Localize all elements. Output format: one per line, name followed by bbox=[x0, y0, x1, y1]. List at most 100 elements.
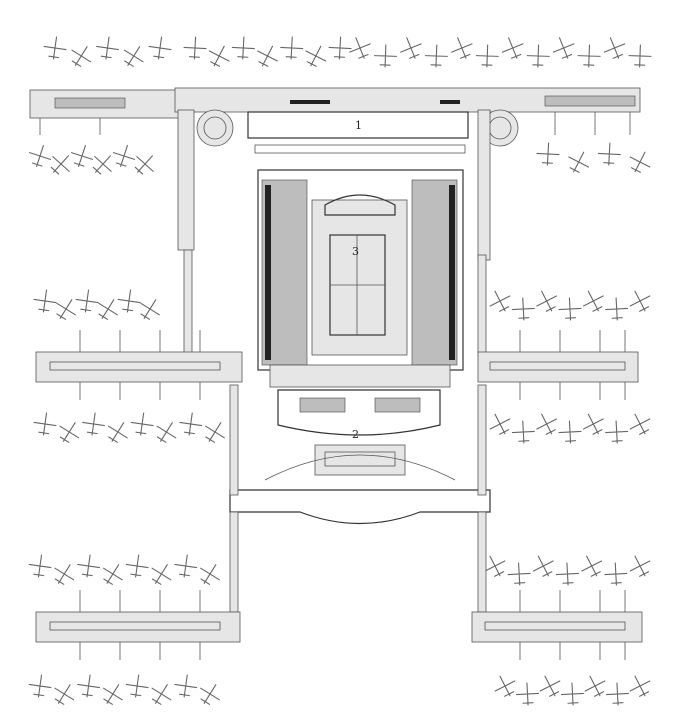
aircraft-icon bbox=[629, 675, 651, 697]
aircraft-icon bbox=[71, 46, 92, 67]
aircraft-icon bbox=[148, 36, 172, 60]
aircraft-icon bbox=[102, 684, 123, 705]
aircraft-icon bbox=[489, 413, 511, 435]
aircraft-icon bbox=[70, 144, 94, 168]
aircraft-icon bbox=[484, 555, 506, 577]
aircraft-icon bbox=[349, 37, 371, 59]
aircraft-icon bbox=[582, 413, 604, 435]
aircraft-icon bbox=[501, 37, 524, 59]
aircraft-icon bbox=[581, 555, 603, 577]
aircraft-icon bbox=[424, 44, 448, 68]
label-building-2: 2 bbox=[352, 428, 359, 441]
aircraft-icon bbox=[200, 684, 220, 705]
aircraft-icon bbox=[628, 44, 652, 68]
aircraft-icon bbox=[603, 37, 626, 59]
west-pier-upper bbox=[35, 351, 243, 383]
aircraft-icon bbox=[507, 562, 531, 586]
aircraft-icon bbox=[140, 299, 160, 320]
aircraft-icon bbox=[96, 36, 119, 60]
aircraft-icon bbox=[28, 144, 52, 168]
aircraft-icon bbox=[629, 555, 651, 577]
aircraft-icon bbox=[560, 682, 585, 706]
aircraft-icon bbox=[511, 297, 535, 321]
aircraft-icon bbox=[208, 45, 230, 67]
aircraft-icon bbox=[305, 45, 327, 67]
aircraft-icon bbox=[577, 44, 601, 68]
aircraft-icon bbox=[536, 290, 558, 312]
top-concourse bbox=[29, 87, 641, 261]
landside-building bbox=[229, 389, 491, 525]
aircraft-icon bbox=[50, 155, 70, 175]
aircraft-icon bbox=[33, 289, 57, 313]
aircraft-icon bbox=[629, 413, 651, 435]
aircraft-icon bbox=[558, 297, 582, 321]
aircraft-icon bbox=[532, 555, 554, 577]
aircraft-icon bbox=[489, 290, 511, 312]
aircraft-icon bbox=[75, 289, 99, 313]
aircraft-icon bbox=[56, 299, 76, 320]
aircraft-icon bbox=[112, 144, 136, 168]
aircraft-icon bbox=[494, 675, 516, 697]
aircraft-icon bbox=[629, 151, 651, 173]
aircraft-icon bbox=[92, 155, 112, 175]
aircraft-icon bbox=[54, 564, 75, 585]
east-pier-upper bbox=[477, 351, 639, 383]
aircraft-icon bbox=[373, 44, 397, 68]
aircraft-icon bbox=[125, 554, 149, 578]
aircraft-icon bbox=[328, 36, 352, 60]
aircraft-icon bbox=[59, 422, 80, 443]
aircraft-layer bbox=[28, 36, 652, 706]
aircraft-icon bbox=[43, 36, 67, 60]
aircraft-icon bbox=[102, 564, 123, 585]
aircraft-icon bbox=[539, 675, 561, 697]
aircraft-icon bbox=[257, 45, 278, 67]
aircraft-icon bbox=[605, 297, 629, 321]
aircraft-icon bbox=[597, 142, 621, 166]
aircraft-icon bbox=[156, 422, 177, 443]
east-pier-lower bbox=[471, 611, 643, 643]
aircraft-icon bbox=[28, 674, 52, 698]
aircraft-icon bbox=[33, 412, 57, 436]
main-terminal bbox=[257, 169, 464, 388]
aircraft-icon bbox=[174, 674, 198, 698]
aircraft-icon bbox=[451, 37, 473, 59]
aircraft-icon bbox=[123, 46, 144, 67]
aircraft-icon bbox=[130, 412, 154, 436]
aircraft-icon bbox=[515, 682, 540, 706]
aircraft-icon bbox=[77, 674, 101, 698]
aircraft-icon bbox=[77, 554, 101, 578]
aircraft-icon bbox=[200, 564, 220, 585]
aircraft-icon bbox=[82, 412, 106, 436]
label-building-1: 1 bbox=[355, 119, 362, 132]
aircraft-icon bbox=[511, 420, 535, 444]
aircraft-icon bbox=[98, 299, 118, 320]
aircraft-icon bbox=[400, 37, 422, 59]
label-building-3: 3 bbox=[352, 245, 359, 258]
aircraft-icon bbox=[28, 554, 52, 578]
aircraft-icon bbox=[552, 37, 575, 59]
aircraft-icon bbox=[117, 289, 141, 313]
aircraft-icon bbox=[107, 422, 128, 443]
aircraft-icon bbox=[558, 420, 582, 444]
aircraft-icon bbox=[605, 682, 630, 706]
connectors bbox=[183, 249, 487, 613]
aircraft-icon bbox=[555, 562, 580, 586]
aircraft-icon bbox=[584, 675, 606, 697]
aircraft-icon bbox=[179, 412, 203, 436]
aircraft-icon bbox=[54, 684, 75, 705]
aircraft-icon bbox=[475, 44, 499, 68]
aircraft-icon bbox=[568, 151, 590, 173]
aircraft-icon bbox=[205, 422, 225, 443]
aircraft-icon bbox=[134, 155, 154, 175]
aircraft-icon bbox=[605, 420, 629, 444]
aircraft-icon bbox=[604, 562, 628, 586]
aircraft-icon bbox=[125, 674, 149, 698]
aircraft-icon bbox=[629, 290, 651, 312]
west-pier-lower bbox=[35, 611, 241, 643]
aircraft-icon bbox=[231, 36, 255, 60]
aircraft-icon bbox=[582, 290, 604, 312]
aircraft-icon bbox=[536, 142, 560, 166]
aircraft-icon bbox=[536, 413, 558, 435]
aircraft-icon bbox=[183, 36, 207, 60]
